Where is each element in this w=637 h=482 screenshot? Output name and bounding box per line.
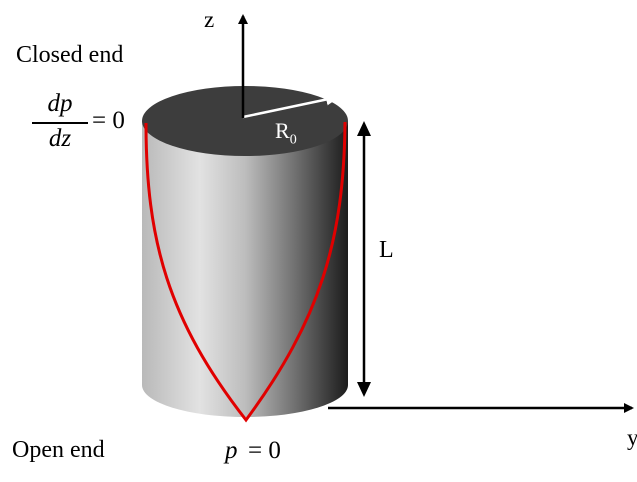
cylinder-body bbox=[142, 121, 348, 417]
cylinder-top-face bbox=[142, 86, 348, 156]
y-axis-label: y bbox=[627, 425, 637, 450]
pressure-profile-curve bbox=[144, 121, 347, 423]
closed-end-label: Closed end bbox=[16, 42, 124, 68]
bc-top-rhs: = 0 bbox=[92, 107, 125, 134]
radius-label: R0 bbox=[275, 118, 297, 148]
length-arrowhead-top bbox=[357, 121, 371, 136]
z-axis-label: z bbox=[204, 7, 215, 32]
bc-bottom-rhs: = 0 bbox=[248, 437, 281, 464]
length-label: L bbox=[379, 237, 394, 263]
radius-subscript: 0 bbox=[289, 132, 297, 148]
open-end-label: Open end bbox=[12, 437, 105, 463]
bc-bottom-variable: p bbox=[225, 437, 238, 464]
length-arrowhead-bottom bbox=[357, 382, 371, 397]
bc-top-fraction-bar bbox=[32, 122, 88, 124]
bc-top-numerator: dp bbox=[47, 90, 73, 117]
radius-arrow bbox=[242, 93, 340, 119]
radius-symbol: R bbox=[275, 118, 290, 143]
bc-top-denominator: dz bbox=[48, 125, 72, 152]
